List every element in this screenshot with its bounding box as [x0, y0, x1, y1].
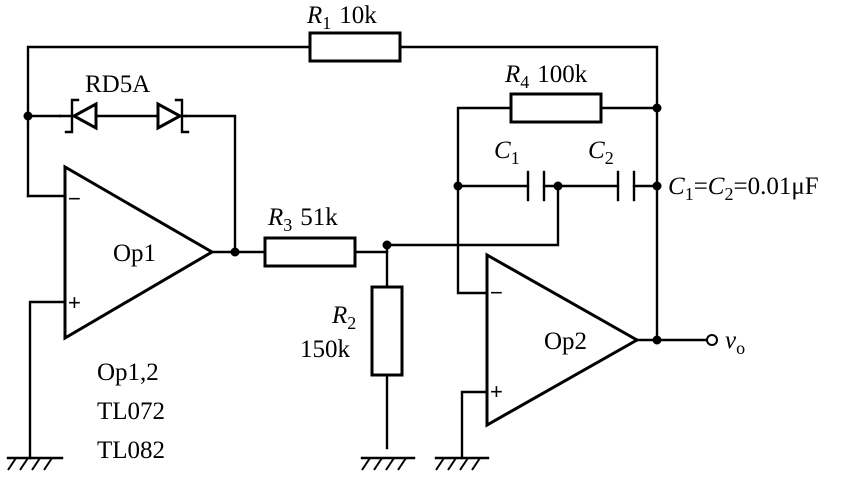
junction-dots	[23, 103, 662, 345]
resistor-r1	[308, 31, 402, 63]
diode-label: RD5A	[85, 71, 150, 98]
op1-plus-sign: +	[68, 290, 81, 315]
r2-label: R2	[331, 302, 356, 333]
op2-minus-sign: −	[490, 280, 503, 305]
op2-plus-sign: +	[490, 379, 503, 404]
ground-symbol-r2	[360, 456, 416, 471]
resistor-r3	[263, 236, 357, 268]
op1-minus-sign: −	[68, 186, 81, 211]
c1-label: C1	[494, 137, 520, 168]
note-line-1: Op1,2	[97, 359, 159, 386]
output-label: vo	[725, 327, 745, 358]
op1-label: Op1	[113, 240, 156, 267]
op2-label: Op2	[544, 328, 587, 355]
capacitor-equation: C1=C2=0.01μF	[668, 173, 819, 204]
note-line-2: TL072	[97, 398, 165, 425]
zener-diode-pair	[58, 98, 190, 134]
c2-label: C2	[588, 137, 614, 168]
resistor-r2	[370, 285, 404, 377]
capacitor-c2	[616, 170, 636, 202]
output-terminal	[706, 334, 718, 346]
opamp-op2	[485, 252, 641, 428]
ground-symbol-op1	[6, 456, 64, 471]
note-line-3: TL082	[97, 437, 165, 464]
r2-value: 150k	[300, 336, 351, 363]
resistor-r4	[509, 92, 603, 124]
capacitor-c1	[526, 170, 546, 202]
ground-symbol-op2	[434, 456, 490, 471]
opamp-op1	[63, 164, 215, 341]
